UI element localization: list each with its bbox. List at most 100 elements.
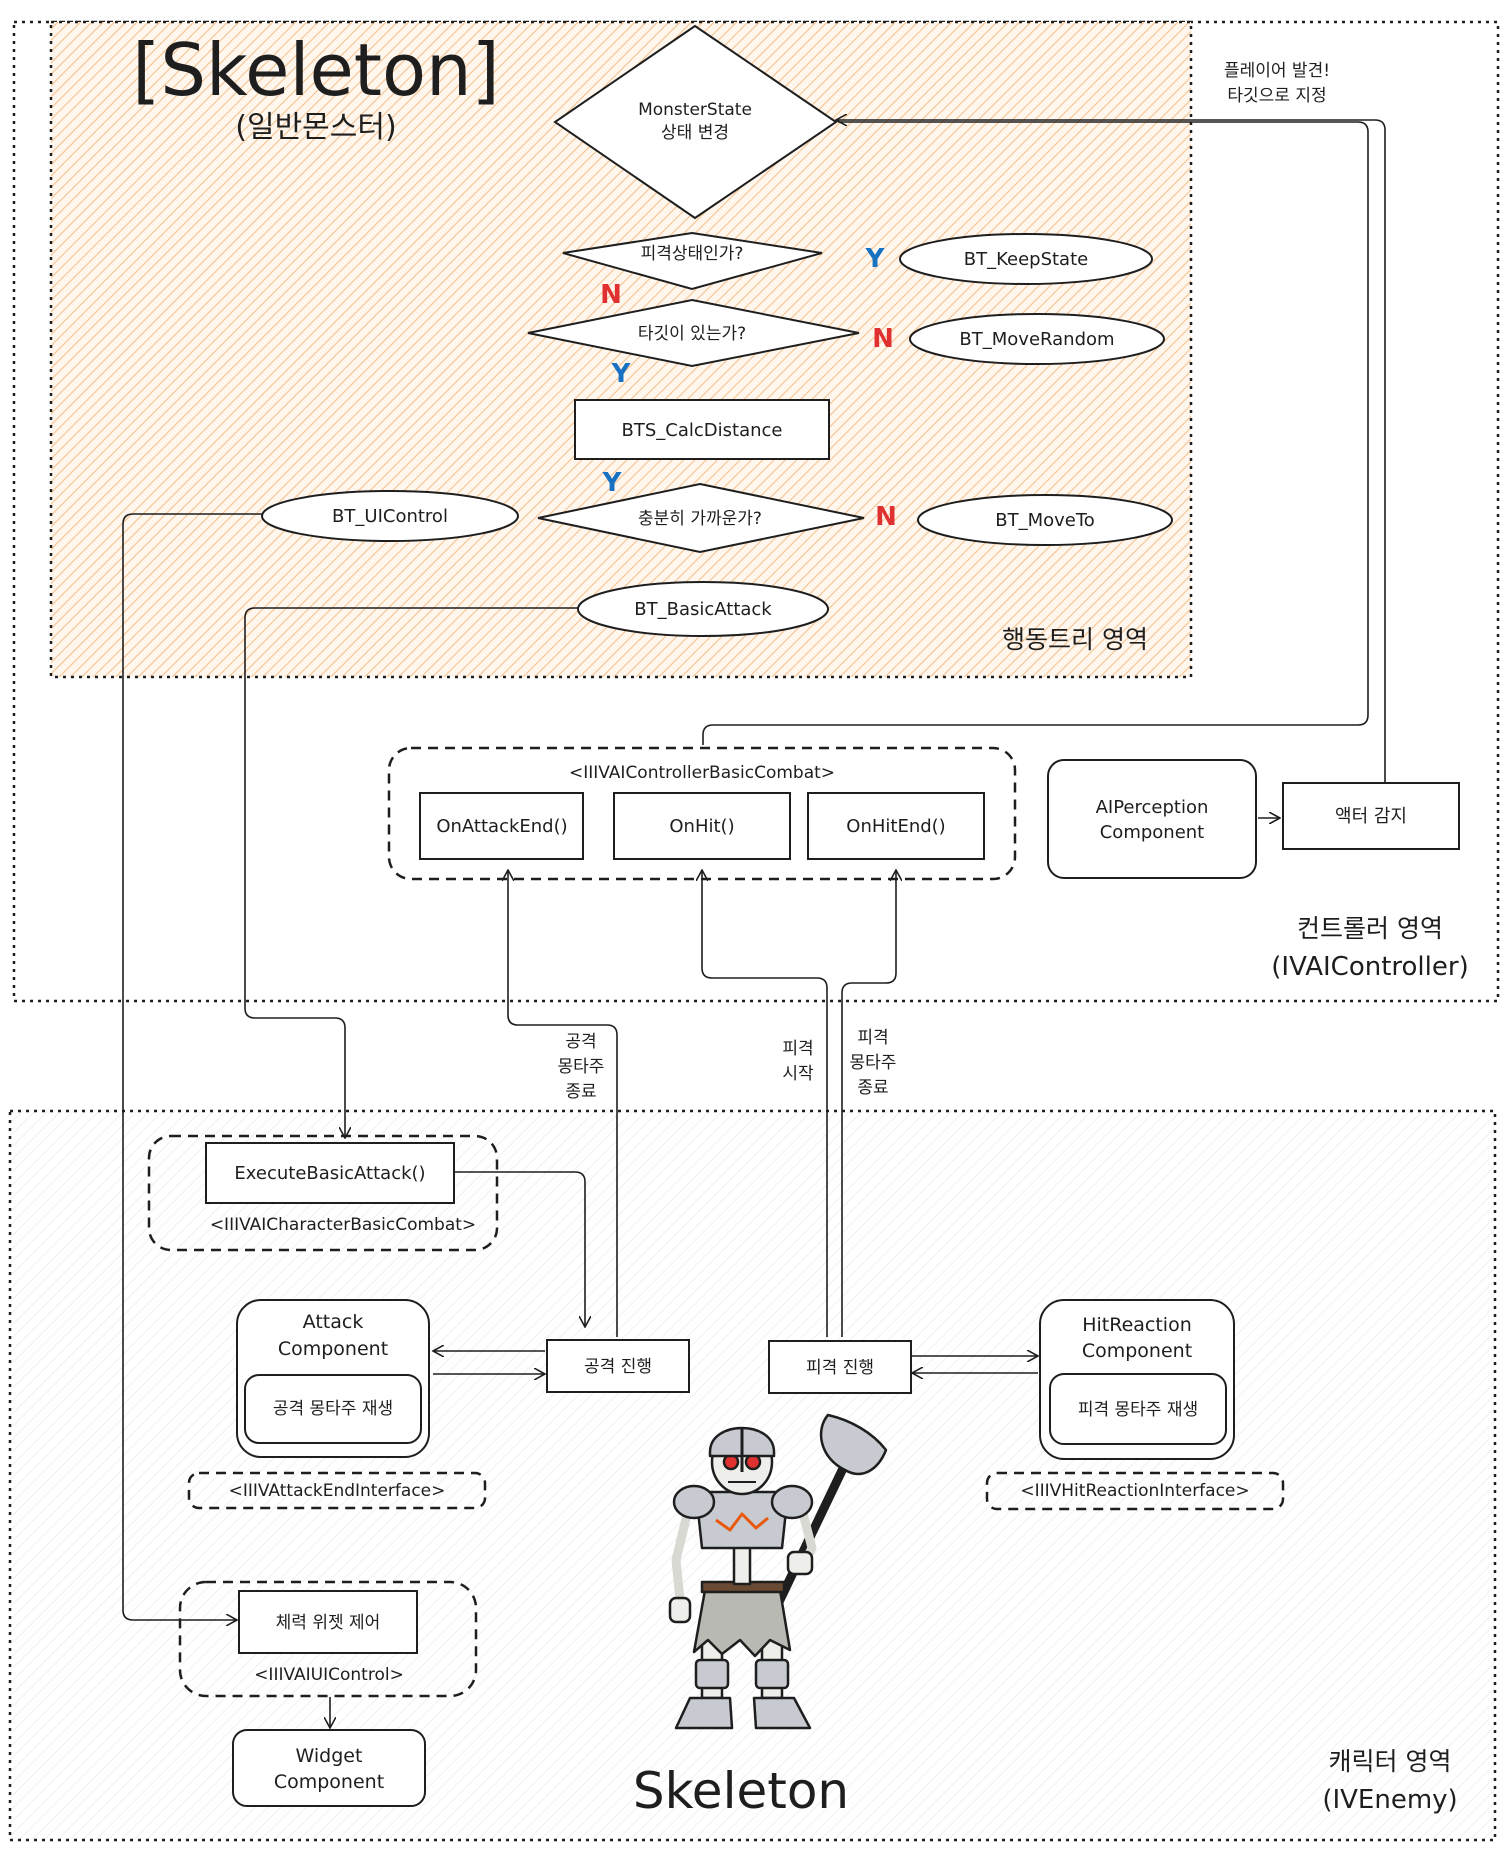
calc-distance-label: BTS_CalcDistance bbox=[622, 420, 783, 441]
calc-distance-service: BTS_CalcDistance bbox=[574, 399, 830, 460]
left-arm bbox=[671, 1500, 695, 1601]
ui-control-interface-label: <IIIVAIUIControl> bbox=[254, 1665, 404, 1685]
edge-attack-progress-to-on-attack-end bbox=[508, 870, 618, 1337]
has-target-question: 타깃이 있는가? bbox=[638, 324, 746, 344]
right-hand bbox=[786, 1550, 814, 1576]
left-boot bbox=[674, 1696, 734, 1730]
on-hit-end-label: OnHitEnd() bbox=[846, 816, 945, 837]
attack-montage-end-line2: 몽타주 bbox=[558, 1057, 605, 1077]
on-attack-end-function: OnAttackEnd() bbox=[419, 792, 584, 860]
attack-end-interface-label: <IIIVAttackEndInterface> bbox=[229, 1481, 446, 1501]
diagram-subtitle: (일반몬스터) bbox=[235, 110, 396, 145]
hit-progress-box: 피격 진행 bbox=[768, 1340, 912, 1394]
ai-perception-label: AIPerception bbox=[1096, 797, 1209, 818]
right-boot bbox=[752, 1696, 812, 1730]
attack-montage-end-line3: 종료 bbox=[565, 1082, 596, 1102]
character-region-label: 캐릭터 영역 bbox=[1329, 1747, 1452, 1776]
edge-execute-to-attack-progress bbox=[455, 1171, 585, 1327]
hit-montage-end-line3: 종료 bbox=[857, 1078, 888, 1098]
character-region-label-class: (IVEnemy) bbox=[1322, 1785, 1457, 1815]
edge-hit-progress-to-on-hit bbox=[702, 870, 828, 1337]
loincloth bbox=[692, 1588, 792, 1658]
hit-reaction-component: HitReaction Component 피격 몽타주 재생 bbox=[1039, 1299, 1235, 1460]
right-knee-guard bbox=[754, 1658, 790, 1690]
behavior-tree-region-label: 행동트리 영역 bbox=[1002, 625, 1148, 654]
close-enough-decision: 충분히 가까운가? bbox=[537, 482, 865, 554]
widget-component-label: Widget bbox=[296, 1745, 363, 1767]
attack-progress-box: 공격 진행 bbox=[546, 1339, 690, 1393]
armor-crack bbox=[715, 1512, 769, 1532]
character-combat-interface: <IIIVAICharacterBasicCombat> bbox=[147, 1134, 499, 1252]
execute-basic-attack-label: ExecuteBasicAttack() bbox=[234, 1163, 425, 1184]
attack-component-sublabel: Component bbox=[278, 1338, 388, 1360]
on-hit-end-function: OnHitEnd() bbox=[807, 792, 985, 860]
attack-component: Attack Component 공격 몽타주 재생 bbox=[236, 1299, 430, 1458]
close-enough-question: 충분히 가까운가? bbox=[638, 509, 762, 529]
hit-reaction-label: HitReaction bbox=[1082, 1314, 1192, 1336]
yes-marker-has-target: Y bbox=[611, 359, 632, 389]
keep-state-label: BT_KeepState bbox=[964, 249, 1088, 270]
hit-start-line2: 시작 bbox=[782, 1064, 814, 1084]
widget-component: Widget Component bbox=[232, 1729, 426, 1807]
keep-state-task: BT_KeepState bbox=[899, 233, 1153, 285]
health-widget-control-box: 체력 위젯 제어 bbox=[238, 1590, 418, 1654]
basic-attack-task: BT_BasicAttack bbox=[577, 581, 829, 637]
edge-ui-control-to-health-widget bbox=[122, 513, 262, 1620]
attack-component-label: Attack bbox=[303, 1311, 364, 1333]
monster-state-decision: MonsterState 상태 변경 bbox=[553, 24, 838, 220]
move-random-task: BT_MoveRandom bbox=[909, 313, 1165, 365]
ui-control-task: BT_UIControl bbox=[261, 490, 519, 542]
controller-region-label: 컨트롤러 영역 bbox=[1297, 914, 1443, 943]
axe-handle bbox=[773, 1456, 853, 1606]
attack-montage-end-line1: 공격 bbox=[565, 1032, 596, 1052]
left-knee-guard bbox=[694, 1658, 730, 1690]
skeleton-name: Skeleton bbox=[633, 1762, 849, 1820]
basic-attack-label: BT_BasicAttack bbox=[634, 599, 772, 620]
controller-region-label-class: (IVAIController) bbox=[1271, 952, 1468, 982]
left-hand bbox=[668, 1596, 692, 1624]
hit-reaction-interface-label: <IIIVHitReactionInterface> bbox=[1020, 1481, 1249, 1501]
hit-montage-end-line2: 몽타주 bbox=[850, 1053, 897, 1073]
actor-detect-label: 액터 감지 bbox=[1335, 806, 1407, 827]
no-marker-is-hit: N bbox=[600, 280, 622, 310]
has-target-decision: 타깃이 있는가? bbox=[527, 298, 860, 368]
player-found-note: 플레이어 발견! bbox=[1224, 61, 1330, 81]
move-to-task: BT_MoveTo bbox=[917, 494, 1173, 546]
axe-blade bbox=[819, 1413, 888, 1476]
on-attack-end-label: OnAttackEnd() bbox=[436, 816, 567, 837]
no-marker-move-random: N bbox=[872, 324, 894, 354]
is-hit-decision: 피격상태인가? bbox=[562, 231, 823, 291]
monster-state-sublabel: 상태 변경 bbox=[661, 123, 729, 143]
yes-marker-calc-distance: Y bbox=[602, 468, 623, 498]
ui-control-interface: <IIIVAIUIControl> bbox=[178, 1580, 478, 1698]
diagram-title: [Skeleton] bbox=[132, 28, 500, 112]
move-to-label: BT_MoveTo bbox=[995, 510, 1095, 531]
health-widget-control-label: 체력 위젯 제어 bbox=[276, 1613, 381, 1633]
move-random-label: BT_MoveRandom bbox=[959, 329, 1114, 350]
actor-detect-box: 액터 감지 bbox=[1282, 782, 1460, 850]
edge-controller-to-monster-state bbox=[702, 121, 1369, 745]
attack-montage-end-label: 공격 몽타주 종료 bbox=[558, 1032, 605, 1102]
character-interface-label: <IIIVAICharacterBasicCombat> bbox=[210, 1215, 476, 1235]
right-pauldron bbox=[770, 1484, 814, 1520]
left-pauldron bbox=[672, 1484, 716, 1520]
is-hit-question: 피격상태인가? bbox=[641, 244, 744, 264]
hit-progress-label: 피격 진행 bbox=[806, 1358, 874, 1378]
on-hit-function: OnHit() bbox=[613, 792, 791, 860]
edge-actor-detect-to-monster-state bbox=[836, 120, 1386, 782]
target-assign-note: 타깃으로 지정 bbox=[1227, 86, 1326, 106]
hit-start-label: 피격 시작 bbox=[782, 1039, 814, 1084]
yes-marker-keep-state: Y bbox=[865, 244, 886, 274]
monster-state-label: MonsterState bbox=[638, 100, 752, 120]
attack-progress-label: 공격 진행 bbox=[584, 1357, 652, 1377]
skeleton-illustration bbox=[668, 1413, 888, 1730]
on-hit-label: OnHit() bbox=[669, 816, 734, 837]
no-marker-move-to: N bbox=[875, 502, 897, 532]
edge-hit-progress-to-on-hit-end bbox=[841, 870, 896, 1337]
edge-basic-attack-to-execute bbox=[244, 607, 578, 1138]
hit-montage-end-label: 피격 몽타주 종료 bbox=[850, 1028, 897, 1098]
hit-reaction-sublabel: Component bbox=[1082, 1340, 1192, 1362]
attack-end-interface: <IIIVAttackEndInterface> bbox=[187, 1471, 487, 1510]
hit-montage-play-label: 피격 몽타주 재생 bbox=[1078, 1400, 1198, 1420]
